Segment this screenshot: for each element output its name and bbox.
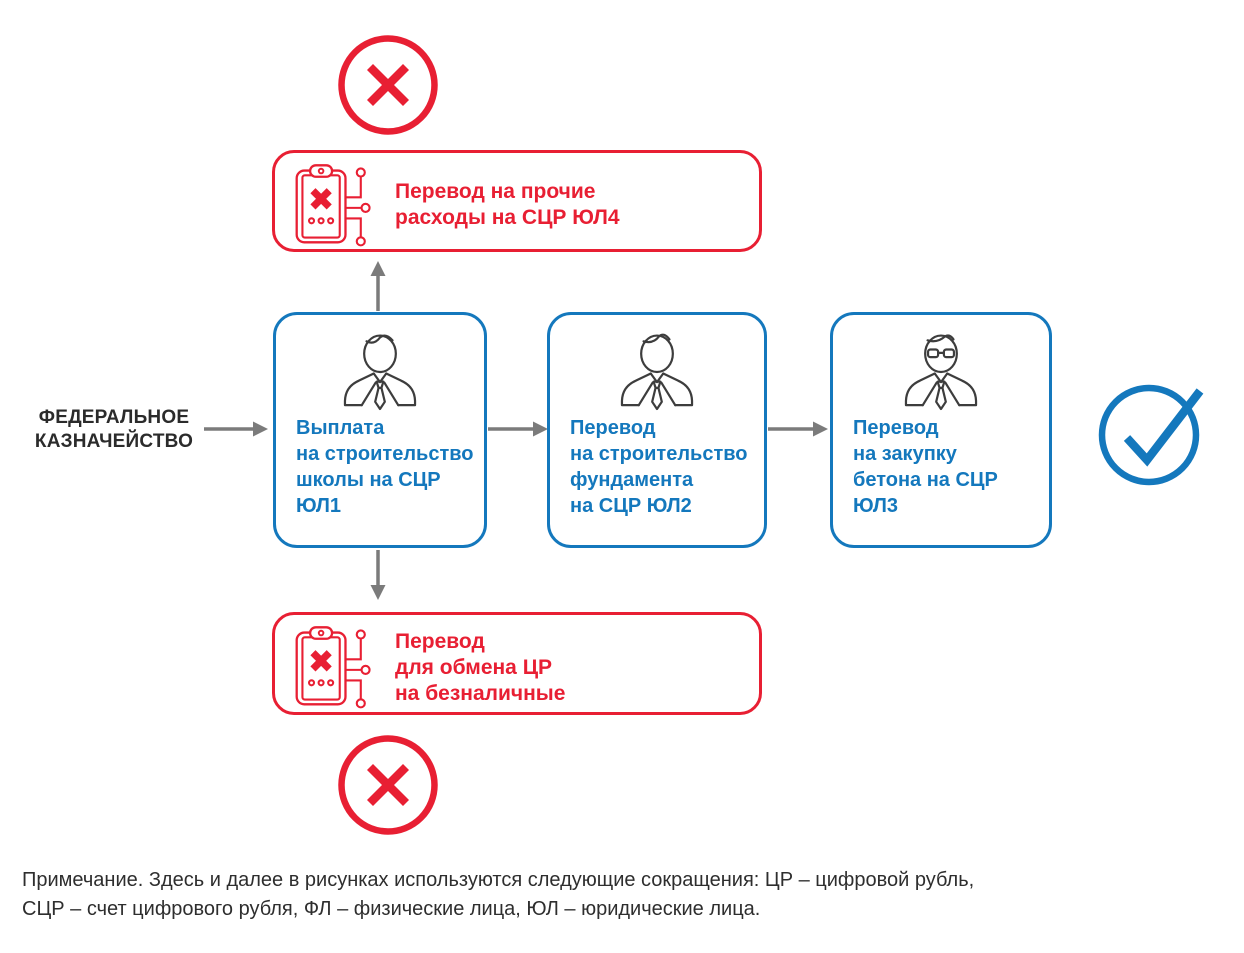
flow-box-label: Выплата на строительство школы на СЦР ЮЛ… bbox=[296, 417, 474, 517]
flow-box-ul2: Перевод на строительство фундамента на С… bbox=[547, 312, 767, 548]
arrow-right-2-icon bbox=[768, 421, 828, 437]
flow-box-ul3: Перевод на закупку бетона на СЦР ЮЛ3 bbox=[830, 312, 1052, 548]
arrow-right-treasury-icon bbox=[204, 421, 268, 437]
blocked-device-icon bbox=[295, 164, 371, 247]
person-icon bbox=[343, 334, 417, 411]
arrow-down-icon bbox=[370, 550, 386, 600]
cross-circle-top-icon bbox=[338, 35, 438, 135]
blocked-box-top-label: Перевод на прочие расходы на СЦР ЮЛ4 bbox=[395, 180, 620, 229]
cross-circle-bottom-icon bbox=[338, 735, 438, 835]
flow-box-label: Перевод на строительство фундамента на С… bbox=[570, 417, 748, 517]
blocked-box-bottom-label: Перевод для обмена ЦР на безналичные bbox=[395, 630, 566, 705]
arrow-up-icon bbox=[370, 261, 386, 311]
person-glasses-icon bbox=[904, 334, 978, 411]
blocked-box-top: Перевод на прочие расходы на СЦР ЮЛ4 bbox=[272, 150, 762, 252]
check-circle-icon bbox=[1098, 384, 1204, 486]
flow-box-label: Перевод на закупку бетона на СЦР ЮЛ3 bbox=[853, 417, 998, 517]
footnote: Примечание. Здесь и далее в рисунках исп… bbox=[22, 869, 975, 920]
blocked-device-icon bbox=[295, 626, 371, 709]
blocked-box-bottom: Перевод для обмена ЦР на безналичные bbox=[272, 612, 762, 715]
arrow-right-1-icon bbox=[488, 421, 548, 437]
treasury-label: ФЕДЕРАЛЬНОЕ КАЗНАЧЕЙСТВО bbox=[34, 407, 194, 452]
flow-box-ul1: Выплата на строительство школы на СЦР ЮЛ… bbox=[273, 312, 487, 548]
person-icon bbox=[620, 333, 694, 411]
